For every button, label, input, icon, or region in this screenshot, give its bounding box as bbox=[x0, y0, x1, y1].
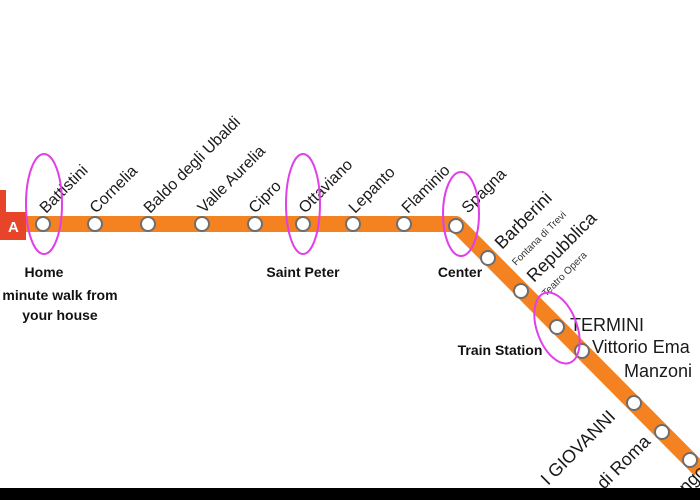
station-label-barberini: Barberini bbox=[491, 188, 556, 253]
station-labels: Battistini Cornelia Baldo degli Ubaldi V… bbox=[37, 114, 700, 497]
station-dot-lepanto[interactable] bbox=[345, 216, 361, 232]
annotation-train-station: Train Station bbox=[458, 342, 543, 358]
station-label-termini: TERMINI bbox=[570, 315, 644, 335]
station-label-porta: di Roma bbox=[593, 431, 655, 493]
station-label-ottaviano: Ottaviano bbox=[296, 156, 357, 217]
annotation-home-walk-2: your house bbox=[22, 307, 98, 323]
station-dot-spagna[interactable] bbox=[448, 218, 464, 234]
bottom-bar bbox=[0, 488, 700, 500]
station-dot-san-giovanni[interactable] bbox=[654, 424, 670, 440]
station-dot-termini[interactable] bbox=[549, 319, 565, 335]
annotation-home-walk-1: minute walk from bbox=[2, 287, 117, 303]
station-dot-valle-aurelia[interactable] bbox=[194, 216, 210, 232]
station-dot-porta[interactable] bbox=[682, 452, 698, 468]
station-label-baldo: Baldo degli Ubaldi bbox=[141, 114, 244, 217]
annotation-center: Center bbox=[438, 264, 483, 280]
annotation-saint-peter: Saint Peter bbox=[266, 264, 340, 280]
station-dot-cipro[interactable] bbox=[247, 216, 263, 232]
station-dot-baldo[interactable] bbox=[140, 216, 156, 232]
station-dot-battistini[interactable] bbox=[35, 216, 51, 232]
line-badge-top bbox=[0, 190, 6, 212]
station-label-manzoni: Manzoni bbox=[624, 361, 692, 381]
annotation-home: Home bbox=[25, 264, 64, 280]
station-dots bbox=[35, 216, 698, 468]
annotations: Home minute walk from your house Saint P… bbox=[2, 264, 542, 358]
station-dot-cornelia[interactable] bbox=[87, 216, 103, 232]
highlights bbox=[25, 153, 581, 365]
highlight-home bbox=[25, 153, 63, 255]
line-badge bbox=[0, 212, 26, 240]
highlight-center bbox=[442, 171, 480, 257]
station-label-vittorio: Vittorio Ema bbox=[592, 337, 691, 357]
station-label-cipro: Cipro bbox=[246, 178, 285, 217]
station-dot-repubblica[interactable] bbox=[513, 283, 529, 299]
station-label-lepanto: Lepanto bbox=[346, 164, 399, 217]
station-label-cornelia: Cornelia bbox=[87, 163, 141, 217]
line-badge-letter: A bbox=[8, 219, 19, 236]
station-dot-barberini[interactable] bbox=[480, 250, 496, 266]
station-label-battistini: Battistini bbox=[37, 162, 92, 217]
station-dot-manzoni[interactable] bbox=[626, 395, 642, 411]
station-dot-ottaviano[interactable] bbox=[295, 216, 311, 232]
highlight-train-station bbox=[533, 291, 581, 365]
highlight-saint-peter bbox=[285, 153, 321, 255]
station-dot-flaminio[interactable] bbox=[396, 216, 412, 232]
